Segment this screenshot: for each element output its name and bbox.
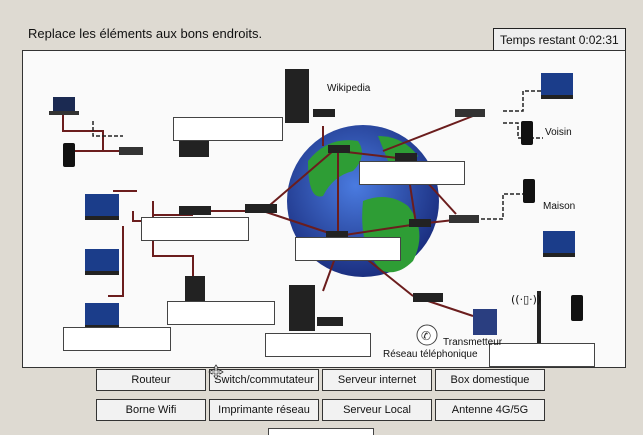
desktop-icon-2	[85, 249, 119, 275]
voisin-desktop-icon	[541, 73, 573, 99]
label-maison: Maison	[543, 201, 576, 212]
drop-slot-4[interactable]	[295, 237, 401, 261]
local-server-icon	[185, 276, 205, 308]
voisin-phone-icon	[521, 121, 533, 145]
transmitter-icon	[473, 309, 497, 335]
wifi-router-icon	[119, 147, 143, 155]
drop-slot-5[interactable]	[167, 301, 275, 325]
network-diagram: ((·▯·)) ✆	[49, 69, 583, 349]
drop-slot-2[interactable]	[359, 161, 465, 185]
router-icon-2	[328, 145, 350, 153]
box-icon	[413, 293, 443, 302]
chip-serveur-internet[interactable]: Serveur internet	[322, 369, 432, 391]
label-wikipedia: Wikipedia	[327, 83, 371, 94]
wikipedia-server-icon	[285, 69, 309, 123]
phone-icon	[63, 143, 75, 167]
antenna-icon: ((·▯·))	[511, 291, 541, 349]
chip-serveur-local[interactable]: Serveur Local	[322, 399, 432, 421]
router-icon-3	[395, 153, 417, 161]
internet-server-icon	[289, 285, 315, 331]
svg-text:((·▯·)): ((·▯·))	[511, 293, 541, 306]
maison-desktop-icon	[543, 231, 575, 257]
mobile-phone-icon	[571, 295, 583, 321]
move-cursor-icon	[208, 364, 224, 380]
drop-slot-7[interactable]	[265, 333, 371, 357]
desktop-icon-1	[85, 194, 119, 220]
wifi-router-maison-icon	[449, 215, 479, 223]
chip-routeur[interactable]: Routeur	[96, 369, 206, 391]
chip-box-domestique[interactable]: Box domestique	[435, 369, 545, 391]
wifi-router-right-icon	[455, 109, 485, 117]
label-reseau: Réseau téléphonique	[383, 349, 478, 360]
maison-phone-icon	[523, 179, 535, 203]
label-voisin: Voisin	[545, 127, 572, 138]
router-icon-5	[409, 219, 431, 227]
drop-slot-6[interactable]	[63, 327, 171, 351]
chip-borne-wifi[interactable]: Borne Wifi	[96, 399, 206, 421]
label-transmetteur: Transmetteur	[443, 337, 503, 348]
svg-text:✆: ✆	[421, 329, 431, 343]
router-icon-4	[326, 231, 348, 239]
router-icon-1	[245, 204, 277, 213]
drop-slot-3[interactable]	[141, 217, 249, 241]
network-links	[62, 109, 474, 317]
telephone-icon: ✆	[416, 324, 438, 346]
drop-slot-8[interactable]	[489, 343, 595, 367]
instruction-text: Replace les éléments aux bons endroits.	[28, 26, 263, 41]
chip-switch[interactable]: Switch/commutateur	[209, 369, 319, 391]
bottom-partial-element	[268, 428, 374, 435]
switch-icon	[179, 206, 211, 215]
laptop-icon	[49, 97, 79, 115]
chip-imprimante-reseau[interactable]: Imprimante réseau	[209, 399, 319, 421]
chip-antenne[interactable]: Antenne 4G/5G	[435, 399, 545, 421]
timer: Temps restant 0:02:31	[493, 28, 626, 52]
drop-slot-1[interactable]	[173, 117, 283, 141]
desktop-icon-3	[85, 303, 119, 329]
network-board: ((·▯·)) ✆ Wikipedia Voisin Maison Transm…	[22, 50, 626, 368]
